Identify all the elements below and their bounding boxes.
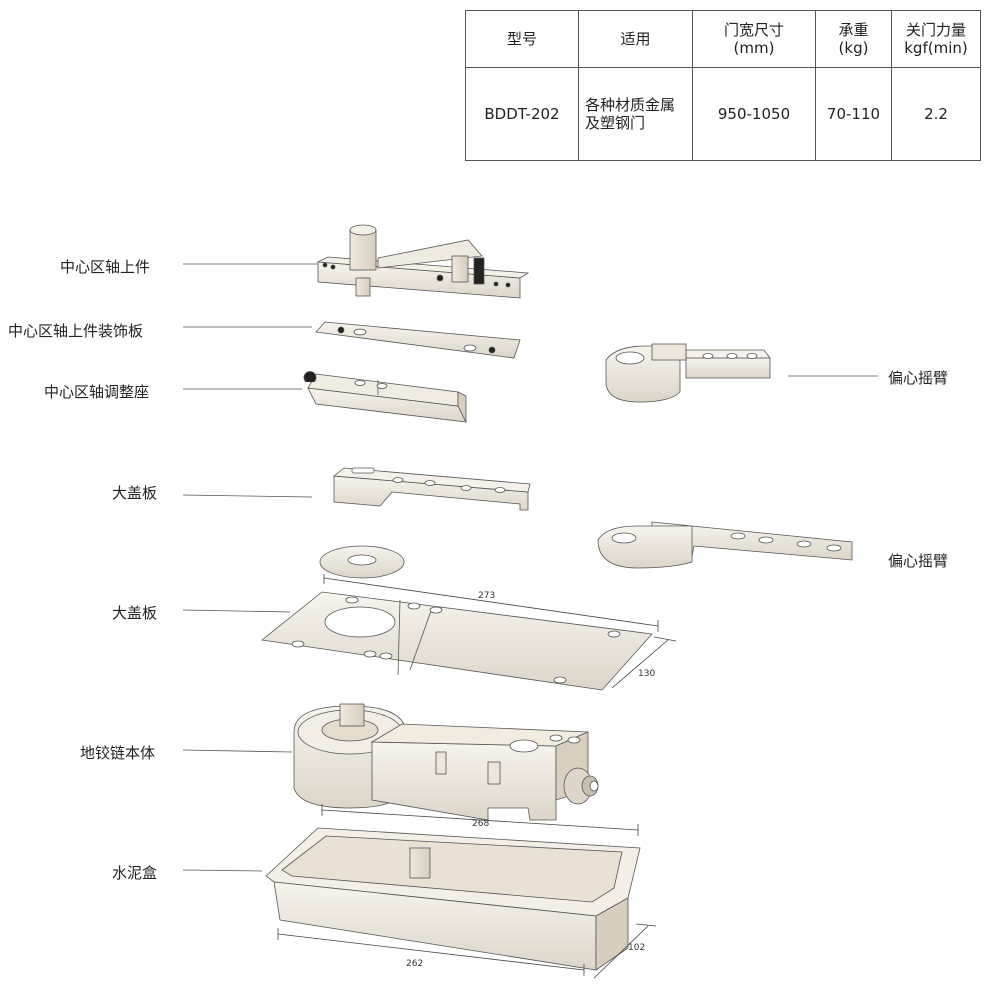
cell-model: BDDT-202 — [465, 67, 579, 161]
header-usage: 适用 — [578, 10, 693, 68]
label-cover-plate-1: 大盖板 — [112, 484, 158, 502]
cell-load: 70-110 — [815, 67, 892, 161]
dim-body-length: 268 — [472, 819, 489, 829]
label-hinge-body: 地铰链本体 — [80, 744, 156, 762]
label-offset-arm-2: 偏心摇臂 — [888, 552, 949, 570]
label-top-pivot-cover: 中心区轴上件装饰板 — [8, 322, 144, 340]
cell-door-width: 950-1050 — [692, 67, 816, 161]
dim-plate-width: 130 — [638, 669, 655, 679]
label-cement-box: 水泥盒 — [112, 864, 158, 882]
label-offset-arm-1: 偏心摇臂 — [888, 369, 949, 387]
dim-box-width: 102 — [628, 943, 645, 953]
cell-closing-force: 2.2 — [891, 67, 981, 161]
leader-lines — [182, 263, 878, 872]
washer-part — [319, 545, 405, 579]
adjust-seat-part — [303, 371, 467, 423]
label-cover-plate-2: 大盖板 — [112, 604, 158, 622]
dim-box-length: 262 — [406, 959, 423, 969]
header-load: 承重(kg) — [815, 10, 892, 68]
offset-arm-2-part — [597, 521, 853, 569]
hinge-body-part — [293, 703, 599, 821]
cover-plate-2-part — [261, 591, 653, 691]
dim-plate-length: 273 — [478, 591, 495, 601]
body-dimension — [321, 804, 639, 836]
cell-usage: 各种材质金属及塑钢门 — [578, 67, 693, 161]
label-top-pivot: 中心区轴上件 — [60, 258, 151, 276]
spec-data-row: BDDT-202 各种材质金属及塑钢门 950-1050 70-110 2.2 — [465, 67, 981, 161]
cement-box-part — [265, 827, 641, 971]
plate-dimensions — [323, 574, 677, 689]
label-adjust-seat: 中心区轴调整座 — [44, 383, 150, 401]
top-pivot-cover-part — [315, 321, 521, 359]
offset-arm-1-part — [605, 343, 771, 403]
box-dimensions — [277, 923, 657, 979]
cover-plate-1-part — [332, 467, 531, 511]
header-model: 型号 — [465, 10, 579, 68]
top-pivot-part — [316, 224, 530, 299]
